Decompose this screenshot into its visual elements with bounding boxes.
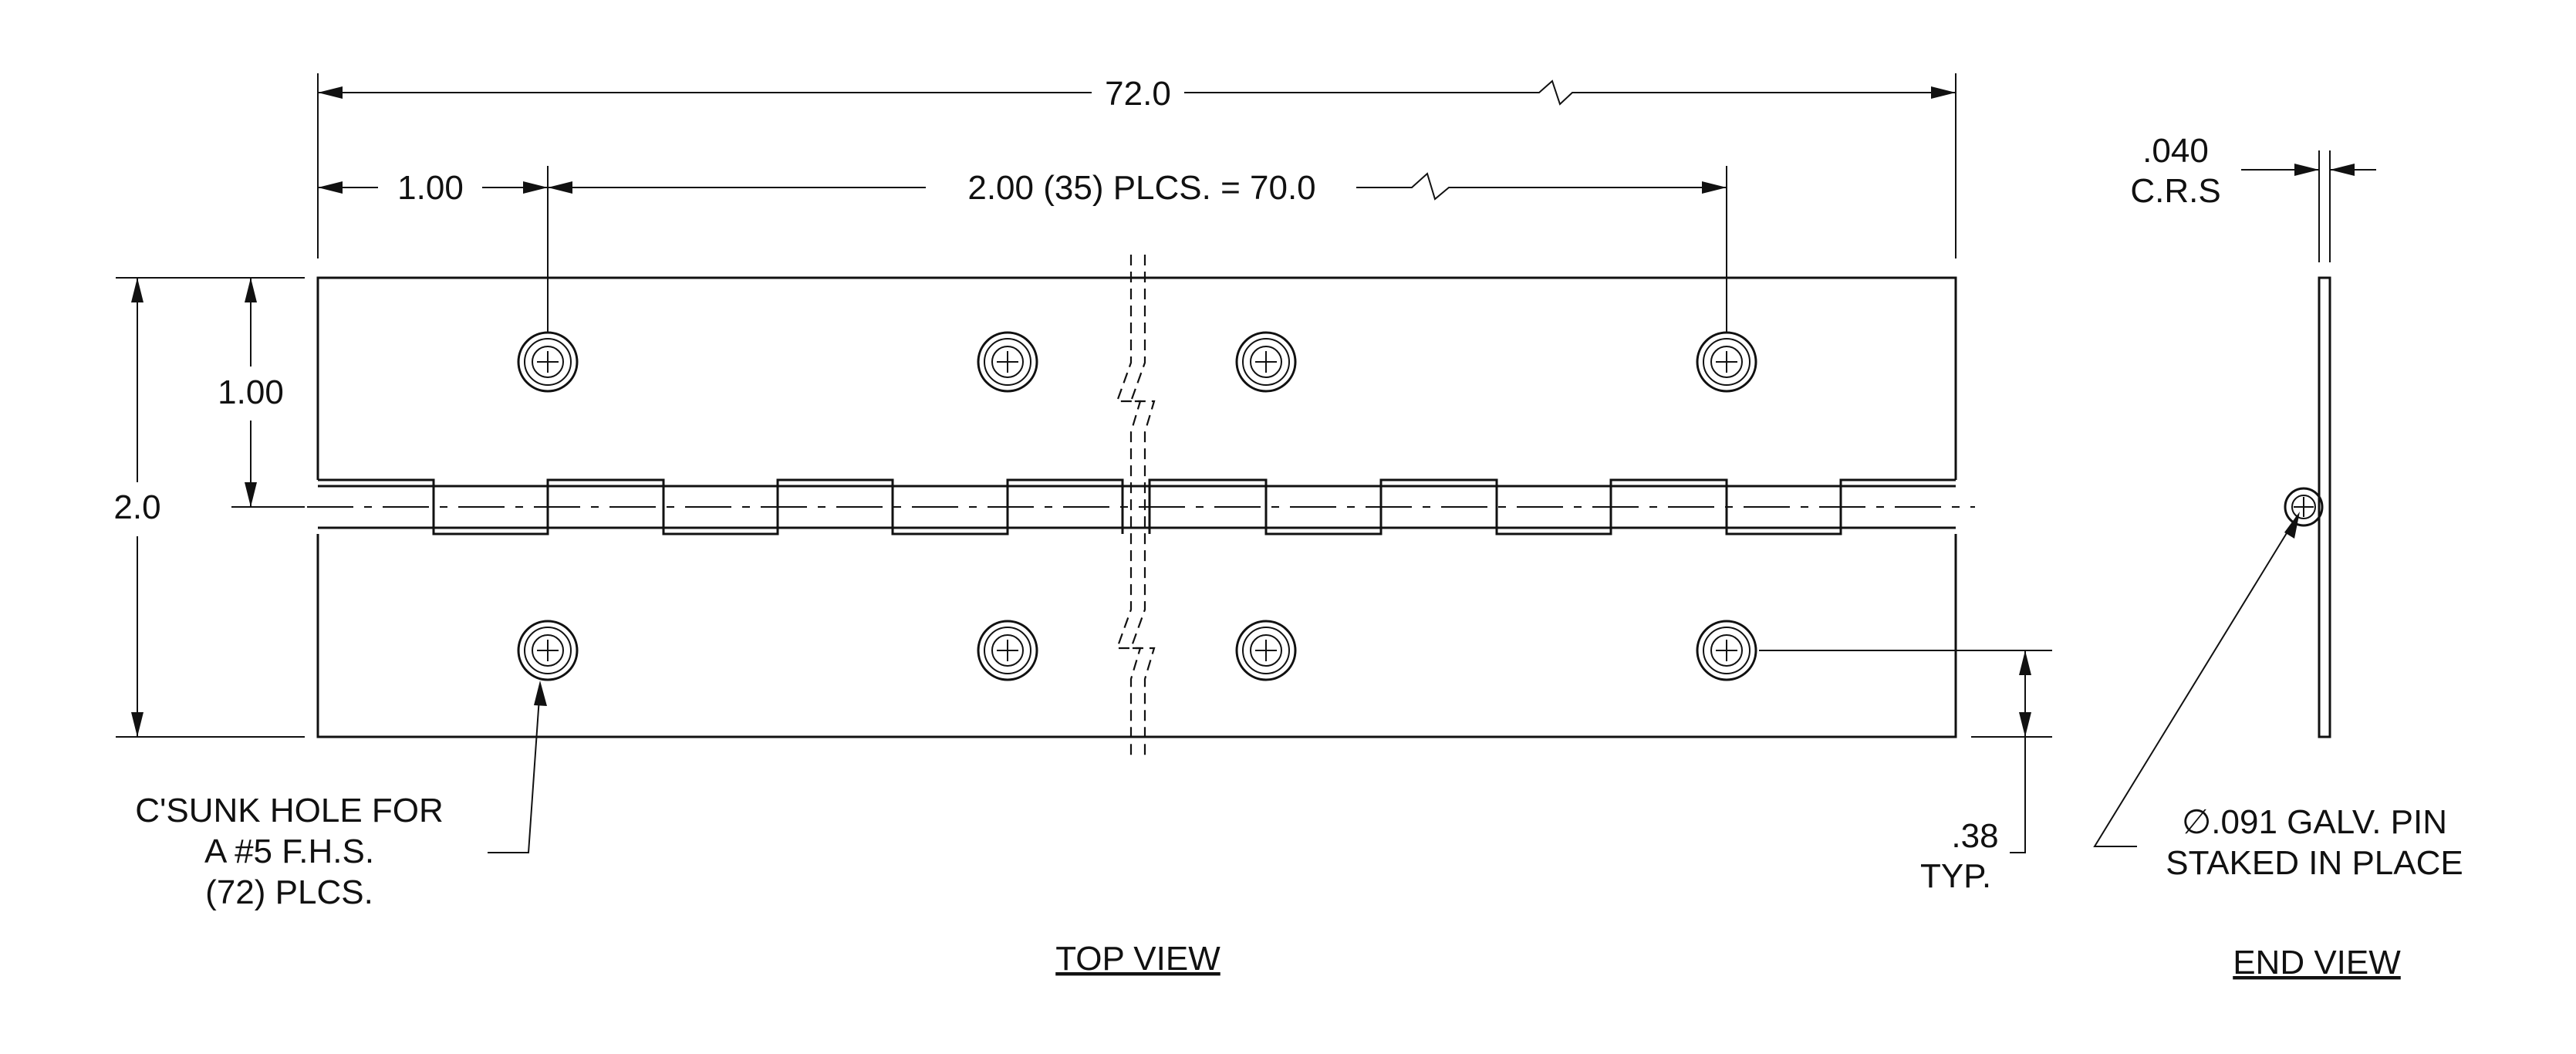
hole-spacing-label: 2.00 (35) PLCS. = 70.0 xyxy=(967,169,1315,207)
top-view-title: TOP VIEW xyxy=(1055,940,1220,978)
pin-note-line-1: ∅.091 GALV. PIN xyxy=(2182,803,2447,841)
top-leaf-outline xyxy=(316,276,1957,480)
knuckle-profile-right xyxy=(1148,478,1956,535)
countersunk-hole xyxy=(977,331,1038,393)
hole-spacing-dimensions: 1.00 2.00 (35) PLCS. = 70.0 xyxy=(318,166,1727,332)
hole-note: C'SUNK HOLE FOR A #5 F.H.S. (72) PLCS. xyxy=(135,681,547,911)
break-line-a xyxy=(1116,255,1142,760)
overall-width-dimension: 2.0 xyxy=(113,277,305,738)
pin-note-line-2: STAKED IN PLACE xyxy=(2166,844,2463,882)
countersunk-hole xyxy=(977,620,1038,681)
pin-note: ∅.091 GALV. PIN STAKED IN PLACE xyxy=(2093,512,2463,882)
hole-edge-offset-value: .38 xyxy=(1951,817,1998,855)
thickness-material: C.R.S xyxy=(2130,172,2220,210)
hole-from-edge-label: 1.00 xyxy=(218,373,284,411)
countersunk-hole xyxy=(1235,331,1297,393)
hole-note-line-3: (72) PLCS. xyxy=(205,873,373,911)
hole-from-edge-dimension: 1.00 xyxy=(218,278,305,508)
end-view-leaf xyxy=(2318,276,2331,738)
overall-width-label: 2.0 xyxy=(113,488,160,526)
end-view: .040 C.R.S ∅.091 GALV. PIN STAKED IN PLA… xyxy=(2093,132,2463,981)
end-view-title: END VIEW xyxy=(2233,944,2401,981)
pin-section xyxy=(2284,487,2324,527)
end-offset-label: 1.00 xyxy=(397,169,464,207)
countersunk-hole xyxy=(1696,620,1757,681)
hole-edge-offset-suffix: TYP. xyxy=(1920,857,1991,895)
overall-length-label: 72.0 xyxy=(1105,75,1171,113)
hole-note-line-1: C'SUNK HOLE FOR xyxy=(135,792,444,829)
countersunk-hole xyxy=(1696,331,1757,393)
countersunk-hole xyxy=(517,331,579,393)
thickness-dimension: .040 C.R.S xyxy=(2130,132,2376,262)
countersunk-hole xyxy=(517,620,579,681)
countersunk-hole xyxy=(1235,620,1297,681)
thickness-value: .040 xyxy=(2142,132,2209,170)
bottom-leaf-outline xyxy=(316,534,1957,738)
hole-edge-offset-dimension: .38 TYP. xyxy=(1759,650,2052,895)
pin-section-inner xyxy=(2291,495,2316,519)
top-view: 72.0 1.00 2.00 (35) PLCS. = 70.0 2.0 xyxy=(113,73,2052,978)
overall-length-dimension: 72.0 xyxy=(317,73,1956,258)
break-line-b xyxy=(1129,255,1156,760)
knuckle-profile-left xyxy=(318,478,1124,535)
hole-note-line-2: A #5 F.H.S. xyxy=(204,833,374,870)
